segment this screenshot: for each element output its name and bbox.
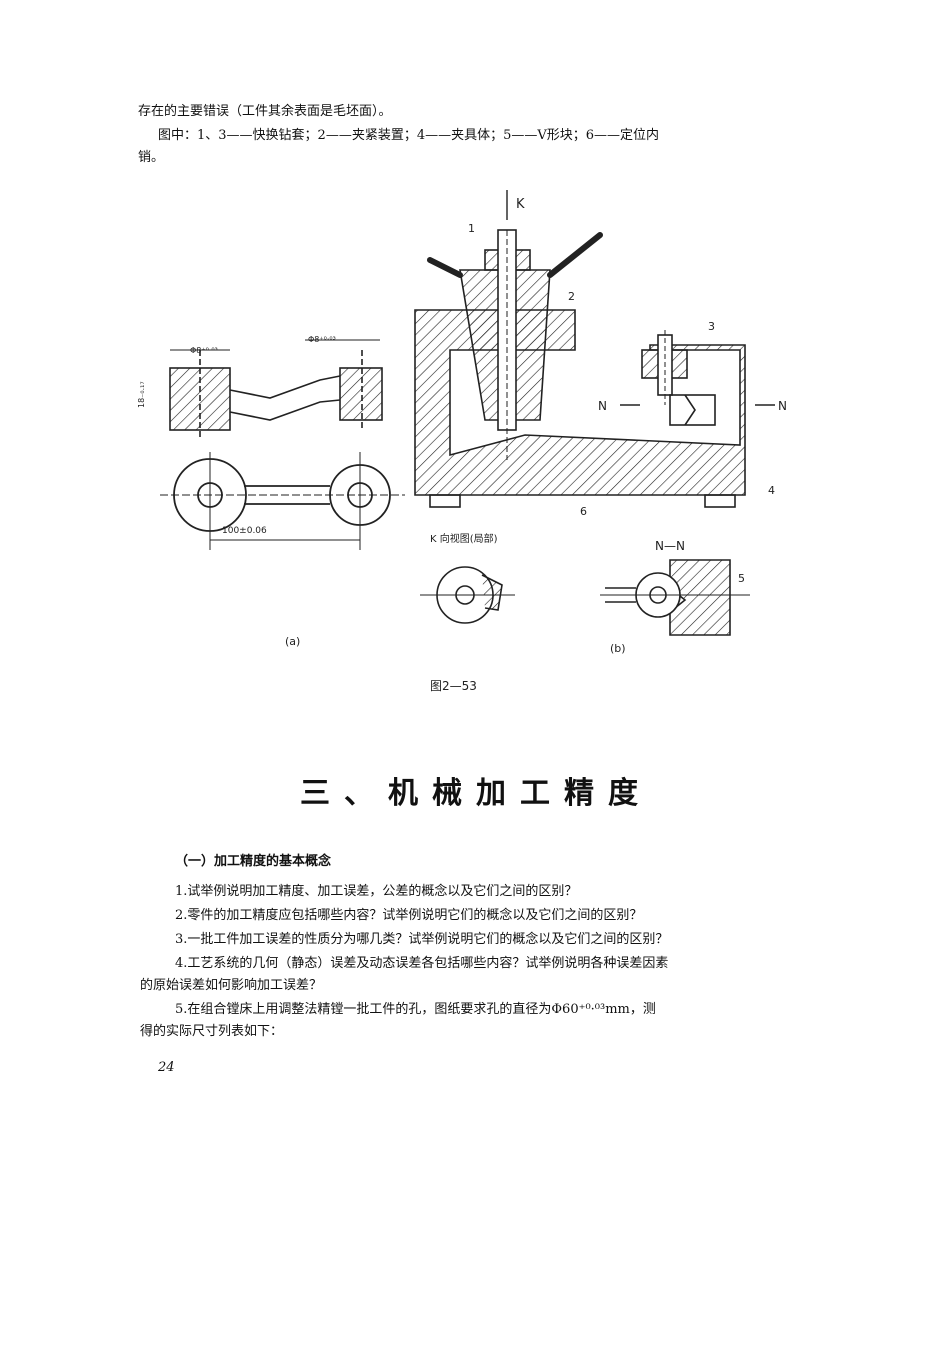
part-a-side-view <box>169 339 383 440</box>
part-number-4: 4 <box>768 484 775 497</box>
part-number-5: 5 <box>738 572 745 585</box>
question-2: 2.零件的加工精度应包括哪些内容？试举例说明它们的概念以及它们之间的区别？ <box>175 908 643 923</box>
intro-line: 存在的主要错误（工件其余表面是毛坯面）。 <box>138 104 392 119</box>
section-marks <box>506 190 775 406</box>
part-number-6: 6 <box>580 505 587 518</box>
drawing-svg: 100±0.06 Φ8⁺⁰·⁰³ Φ8⁺⁰·⁰³ 18₋₀.₁₇ <box>137 190 787 693</box>
drill-bushing-assembly <box>427 229 603 460</box>
v-block <box>669 394 716 426</box>
section-title: 三、机械加工精度 <box>300 776 652 811</box>
subfigure-label-b: (b) <box>610 642 626 655</box>
dim-center-distance: 100±0.06 <box>222 526 267 536</box>
section-n-right: N <box>778 399 787 413</box>
dim-small-a: Φ8⁺⁰·⁰³ <box>190 346 218 355</box>
question-4: 4.工艺系统的几何（静态）误差及动态误差各包括哪些内容？试举例说明各种误差因素 <box>175 956 669 971</box>
dim-side: 18₋₀.₁₇ <box>137 381 146 408</box>
subfigure-label-a: (a) <box>285 635 300 648</box>
figure-legend-line-2: 销。 <box>138 150 165 165</box>
figure-legend-line-1: 图中：1、3——快换钻套；2——夹紧装置；4——夹具体；5——V形块；6——定位… <box>158 128 660 143</box>
section-subheading: （一）加工精度的基本概念 <box>175 854 332 869</box>
question-5: 5.在组合镗床上用调整法精镗一批工件的孔，图纸要求孔的直径为Φ60⁺⁰·⁰³mm… <box>175 1002 656 1017</box>
question-5-continued: 得的实际尺寸列表如下： <box>140 1024 284 1039</box>
view-k-detail <box>420 566 515 624</box>
question-4-continued: 的原始误差如何影响加工误差？ <box>140 978 323 993</box>
jig-body <box>414 309 746 508</box>
right-bushing <box>641 330 688 405</box>
question-3: 3.一批工件加工误差的性质分为哪几类？试举例说明它们的概念以及它们之间的区别？ <box>175 932 669 947</box>
technical-drawing-figure: 100±0.06 Φ8⁺⁰·⁰³ Φ8⁺⁰·⁰³ 18₋₀.₁₇ <box>130 190 810 710</box>
view-nn-title: N—N <box>655 539 685 553</box>
dim-small-b: Φ8⁺⁰·⁰³ <box>308 335 336 344</box>
part-a-top-view <box>160 452 405 550</box>
question-1: 1.试举例说明加工精度、加工误差，公差的概念以及它们之间的区别？ <box>175 884 578 899</box>
section-n-left: N <box>598 399 607 413</box>
page-number: 24 <box>158 1060 175 1075</box>
view-nn-detail <box>600 559 750 636</box>
figure-caption: 图2—53 <box>430 679 477 693</box>
view-k-mark: K <box>516 197 525 212</box>
part-number-1: 1 <box>468 222 475 235</box>
part-number-2: 2 <box>568 290 575 303</box>
view-k-caption: K 向视图(局部) <box>430 532 498 545</box>
part-number-3: 3 <box>708 320 715 333</box>
